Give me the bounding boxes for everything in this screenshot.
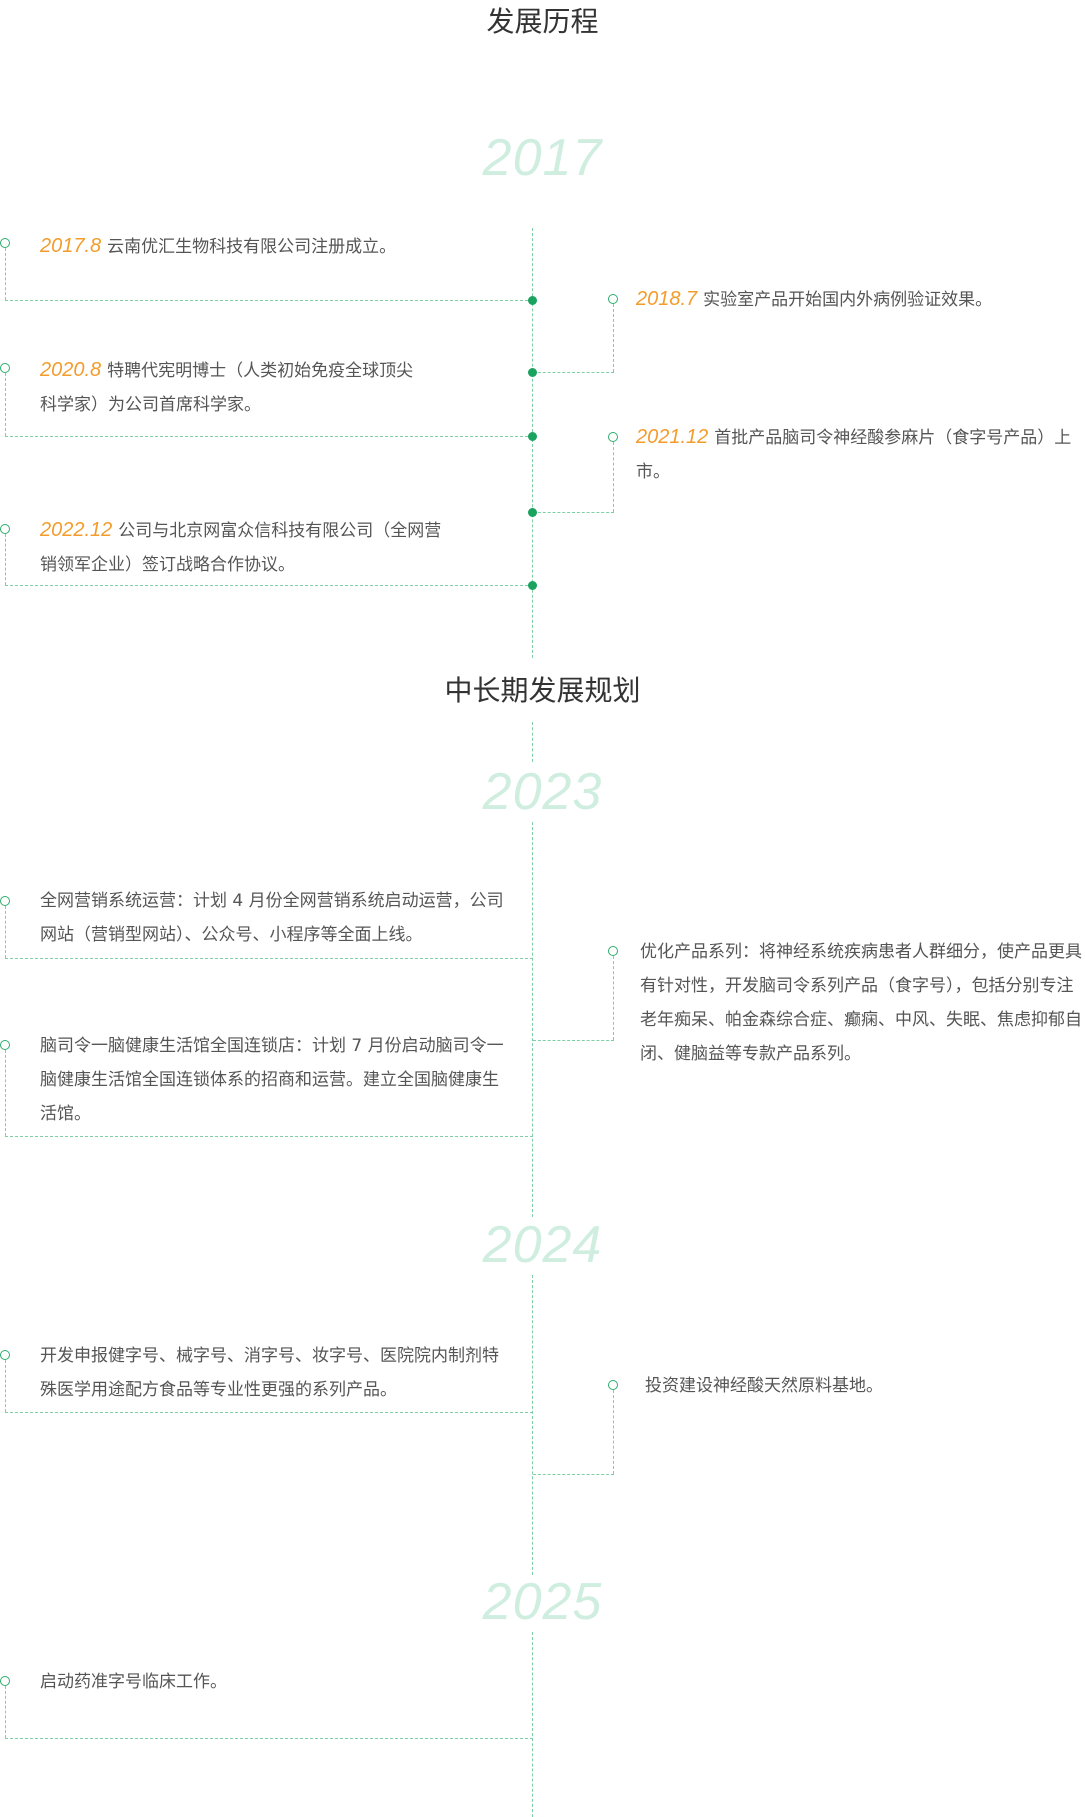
timeline-vertical-line bbox=[532, 822, 533, 1217]
connector-vertical bbox=[5, 248, 6, 300]
history-text: 特聘代宪明博士（人类初始免疫全球顶尖科学家）为公司首席科学家。 bbox=[40, 361, 414, 415]
history-date: 2022.12 bbox=[40, 519, 113, 541]
connector-vertical bbox=[5, 1050, 6, 1136]
connector-horizontal bbox=[5, 300, 533, 301]
connector-vertical bbox=[5, 1360, 6, 1412]
history-text: 实验室产品开始国内外病例验证效果。 bbox=[703, 290, 993, 310]
history-text: 首批产品脑司令神经酸参麻片（食字号产品）上市。 bbox=[636, 428, 1072, 482]
connector-vertical bbox=[5, 373, 6, 436]
section-title-plan: 中长期发展规划 bbox=[444, 674, 641, 707]
connector-horizontal bbox=[5, 585, 533, 586]
timeline-vertical-line bbox=[532, 1275, 533, 1575]
timeline-ring-marker bbox=[0, 363, 10, 373]
connector-horizontal bbox=[533, 1474, 614, 1475]
year-label-2025: 2025 bbox=[482, 1573, 603, 1631]
timeline-ring-marker bbox=[0, 1350, 10, 1360]
timeline-ring-marker bbox=[608, 946, 618, 956]
connector-vertical bbox=[5, 1686, 6, 1738]
plan-2023-item-network-marketing: 全网营销系统运营：计划 4 月份全网营销系统启动运营，公司网站（营销型网站）、公… bbox=[40, 891, 504, 945]
timeline-dot bbox=[528, 581, 537, 590]
plan-2024-item-raw-material-base: 投资建设神经酸天然原料基地。 bbox=[645, 1376, 883, 1396]
history-date: 2017.8 bbox=[40, 235, 102, 257]
timeline-dot bbox=[528, 508, 537, 517]
timeline-ring-marker bbox=[0, 896, 10, 906]
connector-horizontal bbox=[5, 958, 533, 959]
timeline-dot bbox=[528, 368, 537, 377]
connector-horizontal bbox=[533, 372, 614, 373]
timeline-vertical-line bbox=[532, 1632, 533, 1817]
year-label-2017: 2017 bbox=[482, 129, 603, 187]
year-label-2024: 2024 bbox=[482, 1216, 603, 1274]
plan-2023-item-chain-stores: 脑司令一脑健康生活馆全国连锁店：计划 7 月份启动脑司令一脑健康生活馆全国连锁体… bbox=[40, 1036, 504, 1124]
history-date: 2020.8 bbox=[40, 359, 102, 381]
section-title-history: 发展历程 bbox=[486, 5, 599, 38]
connector-vertical bbox=[613, 956, 614, 1040]
connector-horizontal bbox=[5, 1136, 533, 1137]
timeline-ring-marker bbox=[0, 524, 10, 534]
timeline-dot bbox=[528, 432, 537, 441]
timeline-dot bbox=[528, 296, 537, 305]
connector-horizontal bbox=[5, 1412, 533, 1413]
connector-horizontal bbox=[533, 512, 614, 513]
timeline-vertical-line bbox=[532, 228, 533, 658]
history-text: 公司与北京网富众信科技有限公司（全网营销领军企业）签订战略合作协议。 bbox=[40, 521, 442, 575]
plan-2025-item-clinical-work: 启动药准字号临床工作。 bbox=[40, 1672, 227, 1692]
timeline-ring-marker bbox=[0, 1040, 10, 1050]
timeline-ring-marker bbox=[608, 294, 618, 304]
history-text: 云南优汇生物科技有限公司注册成立。 bbox=[107, 237, 397, 257]
timeline-ring-marker bbox=[0, 238, 10, 248]
connector-vertical bbox=[613, 304, 614, 372]
history-date: 2021.12 bbox=[636, 426, 709, 448]
plan-2024-item-product-registration: 开发申报健字号、械字号、消字号、妆字号、医院院内制剂特殊医学用途配方食品等专业性… bbox=[40, 1346, 499, 1400]
timeline-vertical-line bbox=[532, 722, 533, 762]
history-date: 2018.7 bbox=[636, 288, 698, 310]
connector-vertical bbox=[5, 906, 6, 958]
connector-vertical bbox=[613, 1390, 614, 1474]
year-label-2023: 2023 bbox=[482, 763, 603, 821]
timeline-ring-marker bbox=[608, 432, 618, 442]
timeline-ring-marker bbox=[608, 1380, 618, 1390]
plan-2023-item-product-series: 优化产品系列：将神经系统疾病患者人群细分，使产品更具有针对性，开发脑司令系列产品… bbox=[640, 942, 1082, 1064]
connector-vertical bbox=[5, 534, 6, 585]
connector-horizontal bbox=[5, 436, 533, 437]
timeline-ring-marker bbox=[0, 1676, 10, 1686]
connector-horizontal bbox=[533, 1040, 614, 1041]
connector-horizontal bbox=[5, 1738, 533, 1739]
connector-vertical bbox=[613, 442, 614, 512]
